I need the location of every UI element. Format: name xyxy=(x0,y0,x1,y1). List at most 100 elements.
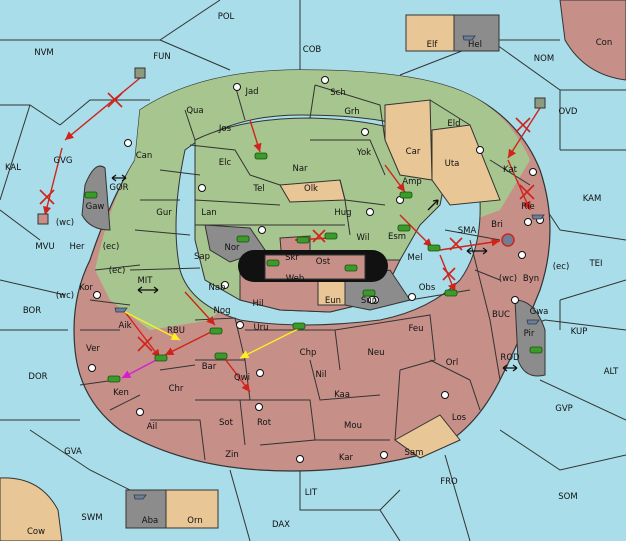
tag-byn-ec: (ec) xyxy=(553,262,570,272)
tag-mvu-wc: (wc) xyxy=(56,218,74,228)
label-qua: Qua xyxy=(186,106,203,116)
label-sma: SMA xyxy=(458,226,477,236)
label-kor: Kor xyxy=(79,283,93,293)
label-rod: ROD xyxy=(500,353,520,363)
label-amp: Amp xyxy=(402,177,422,187)
label-yok: Yok xyxy=(356,148,371,158)
label-gva: GVA xyxy=(64,447,82,457)
label-her: Her xyxy=(69,242,85,252)
region-sam[interactable] xyxy=(394,414,461,459)
label-swm: SWM xyxy=(81,513,102,523)
land-labels: Jad Sch Qua Jos Grh Eld Can Yok Car Elc … xyxy=(54,87,549,463)
label-bar: Bar xyxy=(202,362,217,372)
label-pol: POL xyxy=(218,12,235,22)
region-pir[interactable] xyxy=(514,299,546,377)
label-rot: Rot xyxy=(257,418,272,428)
legend-bottom xyxy=(125,489,219,529)
label-eld: Eld xyxy=(447,119,460,129)
legend-elf: Elf xyxy=(427,40,439,50)
fleet-units[interactable] xyxy=(114,35,545,500)
army-units[interactable] xyxy=(84,152,543,383)
failed-order-marks xyxy=(39,92,535,352)
label-lan: Lan xyxy=(201,208,216,218)
label-pir: Pir xyxy=(524,329,535,339)
label-feu: Feu xyxy=(408,324,423,334)
label-chp: Chp xyxy=(300,348,317,358)
tag-kor-ec: (ec) xyxy=(109,266,126,276)
label-web: Web xyxy=(286,274,305,284)
label-bor: BOR xyxy=(23,306,41,316)
label-sch: Sch xyxy=(330,88,345,98)
label-sun: Sun xyxy=(361,296,377,306)
label-kam: KAM xyxy=(583,194,602,204)
label-ail: Ail xyxy=(147,422,158,432)
label-gor: GOR xyxy=(109,183,128,193)
label-kat: Kat xyxy=(503,165,518,175)
label-hil: Hil xyxy=(252,299,263,309)
label-kaa: Kaa xyxy=(334,390,350,400)
label-nor: Nor xyxy=(224,243,240,253)
tag-byn-wc: (wc) xyxy=(499,274,517,284)
movement-arrows-black xyxy=(111,174,518,372)
label-esm: Esm xyxy=(388,232,406,242)
label-sap: Sap xyxy=(194,252,210,262)
label-sot: Sot xyxy=(219,418,234,428)
label-jos: Jos xyxy=(218,124,232,134)
label-alt: ALT xyxy=(604,367,619,377)
label-skr: Skr xyxy=(285,253,299,263)
label-rie: Rie xyxy=(521,202,535,212)
label-mit: MIT xyxy=(137,276,153,286)
label-tel: Tel xyxy=(252,184,264,194)
order-arrows xyxy=(42,77,541,393)
legend-hel: Hel xyxy=(468,40,482,50)
legend-aba: Aba xyxy=(142,516,158,526)
legend-top xyxy=(405,14,500,52)
label-uta: Uta xyxy=(445,159,460,169)
label-dor: DOR xyxy=(28,372,47,382)
dislodged-markers xyxy=(37,67,546,247)
label-gaw: Gaw xyxy=(86,202,105,212)
legend-orn: Orn xyxy=(187,516,202,526)
label-nom: NOM xyxy=(534,54,554,64)
label-kal: KAL xyxy=(5,163,21,173)
label-gur: Gur xyxy=(156,208,172,218)
region-uta[interactable] xyxy=(431,124,501,206)
label-sam: Sam xyxy=(405,448,424,458)
label-tei: TEI xyxy=(588,259,602,269)
label-obs: Obs xyxy=(419,283,436,293)
label-can: Can xyxy=(136,151,153,161)
label-nvm: NVM xyxy=(34,48,54,58)
label-los: Los xyxy=(452,413,467,423)
label-byn: Byn xyxy=(523,274,539,284)
label-qwi: Qwi xyxy=(234,373,250,383)
legend-cow: Cow xyxy=(27,527,45,537)
label-som: SOM xyxy=(558,492,577,502)
label-gwa: Gwa xyxy=(530,307,549,317)
label-buc: BUC xyxy=(492,310,510,320)
label-jad: Jad xyxy=(244,87,258,97)
label-hug: Hug xyxy=(334,208,351,218)
label-fro: FRO xyxy=(440,477,458,487)
supply-centers xyxy=(88,76,544,463)
region-cow[interactable] xyxy=(0,477,63,541)
label-ver: Ver xyxy=(86,344,100,354)
label-aik: Aik xyxy=(118,321,131,331)
label-wil: Wil xyxy=(357,233,370,243)
label-gvp: GVP xyxy=(555,404,573,414)
label-nil: Nil xyxy=(315,370,326,380)
label-ovd: OVD xyxy=(559,107,578,117)
label-zin: Zin xyxy=(225,450,239,460)
label-mel: Mel xyxy=(408,253,423,263)
label-chr: Chr xyxy=(169,384,184,394)
label-lit: LIT xyxy=(305,488,318,498)
label-kar: Kar xyxy=(339,453,354,463)
label-orl: Orl xyxy=(446,358,459,368)
region-car[interactable] xyxy=(384,99,433,181)
label-uru: Uru xyxy=(253,323,268,333)
label-gvg: GVG xyxy=(54,156,73,166)
label-dax: DAX xyxy=(272,520,290,530)
label-mou: Mou xyxy=(344,421,362,431)
label-car: Car xyxy=(406,147,421,157)
sea-labels: POL FUN NVM COB NOM OVD KAL KAM GOR MVU … xyxy=(5,12,619,530)
